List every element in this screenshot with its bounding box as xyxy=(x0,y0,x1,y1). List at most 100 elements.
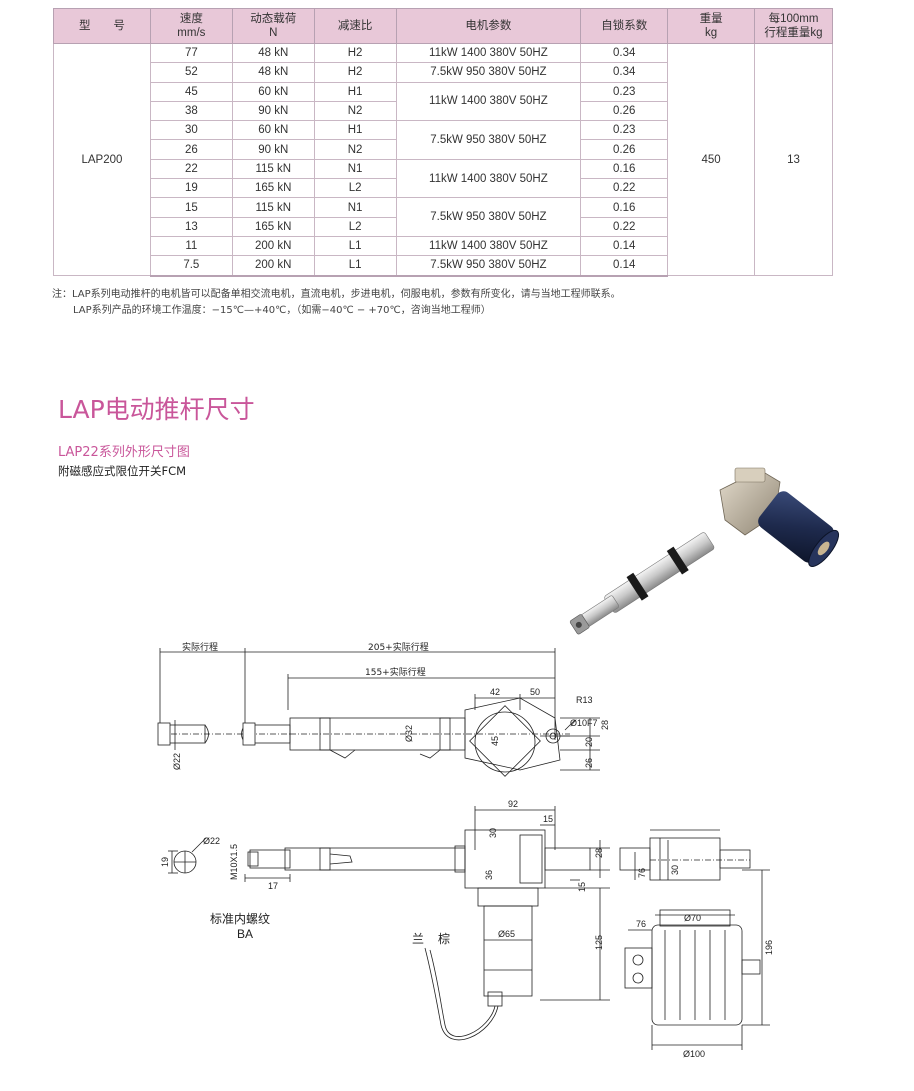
cell-load: 165 kN xyxy=(231,216,315,237)
header-lock: 自锁系数 xyxy=(580,8,669,44)
header-ratio: 减速比 xyxy=(313,8,397,44)
cell-ratio: L2 xyxy=(313,178,397,199)
note-line-2: LAP系列产品的环境工作温度：−15℃—+40℃，（如需−40℃ − +70℃，… xyxy=(73,305,491,316)
cell-speed: 45 xyxy=(149,81,233,102)
cell-load: 60 kN xyxy=(231,120,315,141)
cell-speed: 13 xyxy=(149,216,233,237)
table-row: 19 165 kN L2 0.22 xyxy=(54,178,833,199)
cell-speed: 22 xyxy=(149,158,233,180)
dim-d65: Ø65 xyxy=(498,929,515,939)
dim-hole: Ø10F7 xyxy=(570,718,598,728)
dim-26: 26 xyxy=(584,758,594,768)
table-row: 38 90 kN N2 0.26 xyxy=(54,100,833,122)
cell-motor: 7.5kW 950 380V 50HZ xyxy=(395,62,582,83)
cell-speed: 7.5 xyxy=(149,255,233,277)
cell-model: LAP200 xyxy=(53,42,151,277)
dim-125: 125 xyxy=(594,935,604,950)
table-row: 22 115 kN N1 11kW 1400 380V 50HZ 0.16 xyxy=(54,158,833,199)
cell-lock: 0.16 xyxy=(580,158,669,180)
cell-load: 115 kN xyxy=(231,197,315,218)
dim-17: 17 xyxy=(268,881,278,891)
cell-lock: 0.14 xyxy=(580,255,669,277)
dim-thread: M10X1.5 xyxy=(229,844,239,880)
dim-15a: 15 xyxy=(543,814,553,824)
dim-30-end: 30 xyxy=(670,865,680,875)
cell-load: 200 kN xyxy=(231,255,315,277)
wire-label-brown: 棕 xyxy=(438,931,450,946)
dim-76b: 76 xyxy=(636,919,646,929)
cell-load: 48 kN xyxy=(231,42,315,64)
cell-lock: 0.34 xyxy=(580,62,669,83)
cell-motor: 11kW 1400 380V 50HZ xyxy=(395,158,582,199)
cell-motor: 7.5kW 950 380V 50HZ xyxy=(395,197,582,237)
cell-motor: 7.5kW 950 380V 50HZ xyxy=(395,255,582,277)
cell-ratio: L1 xyxy=(313,235,397,257)
cell-load: 115 kN xyxy=(231,158,315,180)
cell-load: 165 kN xyxy=(231,178,315,199)
header-motor: 电机参数 xyxy=(395,8,582,44)
dim-28: 28 xyxy=(600,720,610,730)
cell-weight: 450 xyxy=(667,42,756,277)
dim-92: 92 xyxy=(508,799,518,809)
cell-ratio: N1 xyxy=(313,197,397,218)
cell-lock: 0.26 xyxy=(580,139,669,160)
section-title: LAP电动推杆尺寸 xyxy=(58,395,255,424)
thread-code: BA xyxy=(237,927,253,941)
actuator-photo xyxy=(569,467,840,635)
dim-205: 205+实际行程 xyxy=(368,641,429,653)
header-model: 型 号 xyxy=(53,8,151,44)
cell-ratio: L2 xyxy=(313,216,397,237)
table-row: 11 200 kN L1 11kW 1400 380V 50HZ 0.14 xyxy=(54,235,833,257)
table-row: 13 165 kN L2 0.22 xyxy=(54,216,833,237)
cell-lock: 0.14 xyxy=(580,235,669,257)
cell-load: 200 kN xyxy=(231,235,315,257)
section-subtitle: LAP22系列外形尺寸图 xyxy=(58,445,190,460)
wire-label-blue: 兰 xyxy=(412,932,424,946)
cell-speed: 19 xyxy=(149,178,233,199)
cell-speed: 38 xyxy=(149,100,233,122)
dim-d22-side: Ø22 xyxy=(203,836,220,846)
dim-d32: Ø32 xyxy=(404,725,414,742)
cell-speed: 52 xyxy=(149,62,233,83)
dim-155: 155+实际行程 xyxy=(365,666,426,678)
table-row: LAP200 77 48 kN H2 11kW 1400 380V 50HZ 0… xyxy=(53,42,833,277)
thread-title: 标准内螺纹 xyxy=(210,912,270,926)
cell-motor: 11kW 1400 380V 50HZ xyxy=(395,81,582,122)
dim-76a: 76 xyxy=(637,868,647,878)
cell-load: 90 kN xyxy=(231,100,315,122)
dim-196: 196 xyxy=(764,940,774,955)
cell-load: 90 kN xyxy=(231,139,315,160)
cell-lock: 0.34 xyxy=(580,42,669,64)
dim-d70: Ø70 xyxy=(684,913,701,923)
note-line-1: 注：LAP系列电动推杆的电机皆可以配备单相交流电机，直流电机，步进电机，伺服电机… xyxy=(52,289,621,300)
dim-45: 45 xyxy=(490,736,500,746)
cell-lock: 0.23 xyxy=(580,81,669,102)
cell-motor: 7.5kW 950 380V 50HZ xyxy=(395,120,582,160)
dim-d22-top: Ø22 xyxy=(172,753,182,770)
cell-ratio: N2 xyxy=(313,139,397,160)
cell-ratio: H1 xyxy=(313,120,397,141)
dim-d100: Ø100 xyxy=(683,1049,705,1059)
table-row: 30 60 kN H1 7.5kW 950 380V 50HZ 0.23 xyxy=(54,120,833,160)
table-row: 26 90 kN N2 0.26 xyxy=(54,139,833,160)
cell-speed: 11 xyxy=(149,235,233,257)
cell-motor: 11kW 1400 380V 50HZ xyxy=(395,42,582,64)
cell-ratio: N2 xyxy=(313,100,397,122)
dim-stroke: 实际行程 xyxy=(182,641,218,653)
cell-load: 48 kN xyxy=(231,62,315,83)
cell-ratio: L1 xyxy=(313,255,397,277)
dim-30: 30 xyxy=(488,828,498,838)
section-description: 附磁感应式限位开关FCM xyxy=(58,464,187,478)
cell-stroke-weight: 13 xyxy=(754,42,833,277)
dim-50: 50 xyxy=(530,687,540,697)
table-row: 7.5 200 kN L1 7.5kW 950 380V 50HZ 0.14 xyxy=(54,255,833,277)
dim-42: 42 xyxy=(490,687,500,697)
table-note: 注：LAP系列电动推杆的电机皆可以配备单相交流电机，直流电机，步进电机，伺服电机… xyxy=(52,287,621,319)
dim-28-side: 28 xyxy=(594,848,604,858)
